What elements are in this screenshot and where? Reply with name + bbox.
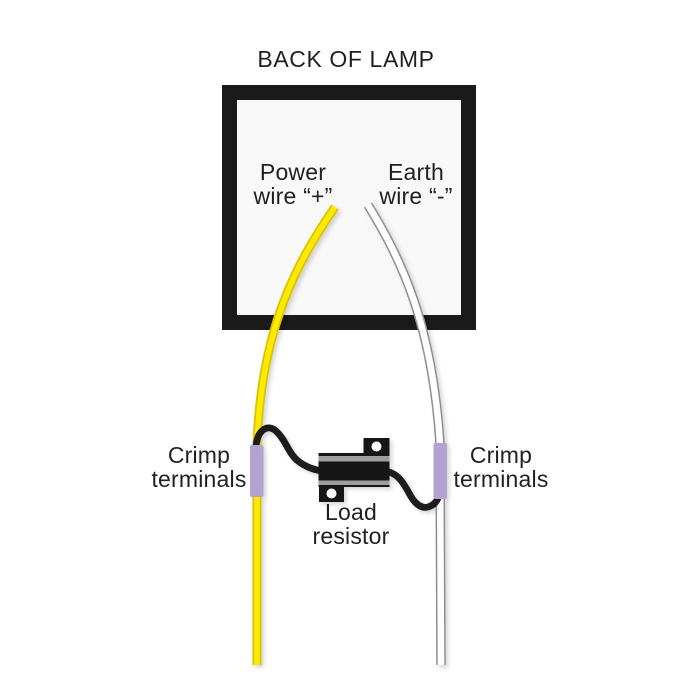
earth-wire-label: Earth wire “-” <box>379 159 453 209</box>
earth-wire <box>365 203 445 666</box>
crimp-terminals-label-left: Crimp terminals <box>151 442 247 492</box>
earth-wire-label-line2: wire “-” <box>379 182 453 209</box>
resistor-lead-left <box>252 424 323 474</box>
resistor-band-top <box>318 456 390 462</box>
resistor-band-bottom <box>318 480 390 485</box>
crimp-left-line2: terminals <box>151 465 247 492</box>
resistor-lead-right <box>385 468 443 511</box>
earth-wire-label-line1: Earth <box>388 159 444 185</box>
lamp-back-box <box>222 85 476 330</box>
crimp-right-line2: terminals <box>453 465 549 492</box>
crimp-terminal-left <box>250 445 264 497</box>
crimp-left-line1: Crimp <box>167 442 231 468</box>
diagram-title: BACK OF LAMP <box>257 46 435 72</box>
load-resistor-line2: resistor <box>312 522 390 549</box>
power-wire-label-line2: wire “+” <box>253 182 333 209</box>
resistor-mount-hole-top <box>371 441 382 452</box>
load-resistor <box>318 438 390 502</box>
load-resistor-label: Load resistor <box>312 499 390 549</box>
resistor-mount-hole-bottom <box>326 488 337 499</box>
power-wire-label: Power wire “+” <box>253 159 333 209</box>
crimp-right-line1: Crimp <box>469 442 533 468</box>
crimp-terminal-right <box>433 443 447 499</box>
crimp-terminals-label-right: Crimp terminals <box>453 442 549 492</box>
load-resistor-line1: Load <box>325 499 377 525</box>
power-wire <box>254 205 338 665</box>
power-wire-label-line1: Power <box>259 159 327 185</box>
wiring-group <box>250 202 447 666</box>
